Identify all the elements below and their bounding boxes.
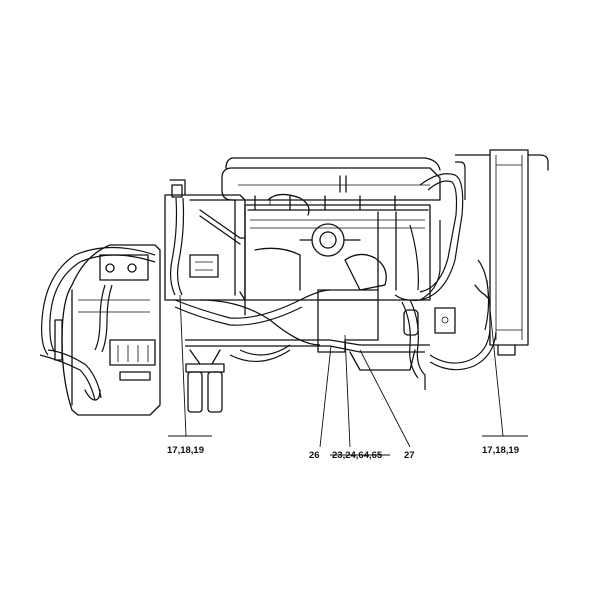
right-piping: [394, 154, 497, 390]
callout-label-26: 26: [309, 450, 320, 461]
filters: [185, 349, 225, 413]
oil-pan: [317, 289, 416, 371]
engine-block: [239, 199, 431, 316]
valve-cover: [221, 157, 441, 216]
transmission-housing: [54, 244, 161, 416]
callout-label-17-18-19-left: 17,18,19: [167, 445, 204, 456]
callout-label-23-24-64-65: 23,24,64,65: [332, 450, 383, 461]
radiator: [474, 149, 549, 356]
bell-housing: [164, 179, 246, 301]
callout-label-17-18-19-right: 17,18,19: [482, 445, 519, 456]
callout-leaders: [168, 279, 528, 456]
under-hoses: [174, 289, 430, 363]
callout-label-27: 27: [404, 450, 415, 461]
left-hoses: [39, 246, 156, 401]
